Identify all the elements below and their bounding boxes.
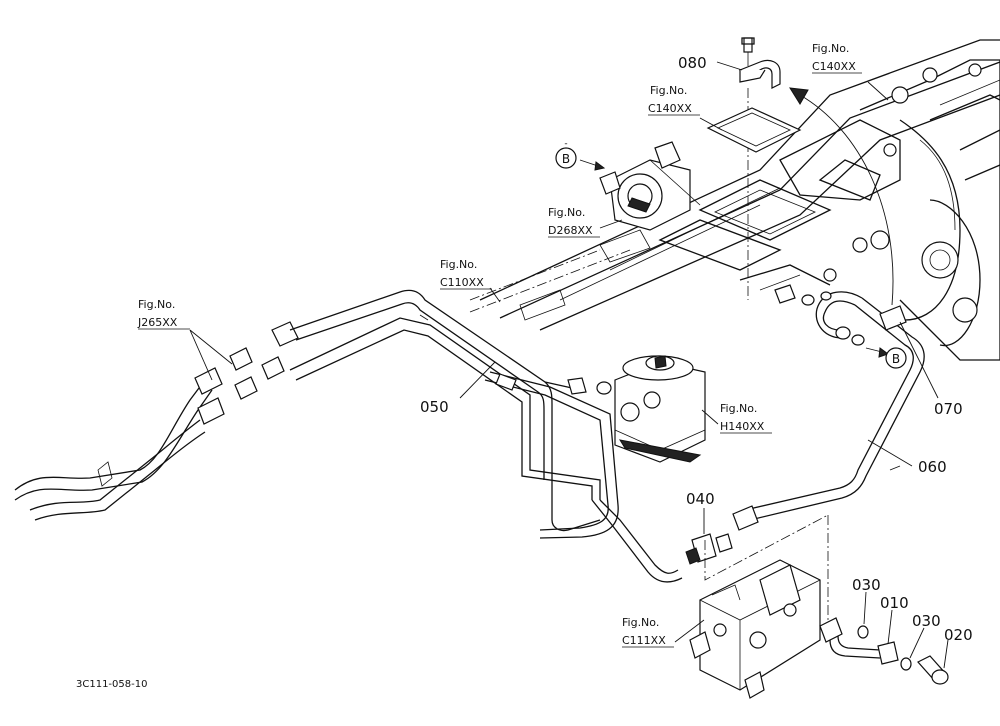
marker-b-left-label: B bbox=[562, 152, 570, 166]
part-label-030-upper[interactable]: 030 bbox=[852, 576, 881, 594]
tee-fitting-040[interactable] bbox=[685, 533, 733, 565]
fig-ref-c110[interactable]: Fig.No. C110XX bbox=[440, 258, 492, 290]
part-label-020[interactable]: 020 bbox=[944, 626, 973, 644]
pipe-060[interactable] bbox=[732, 297, 925, 531]
elbow-010[interactable] bbox=[819, 617, 899, 665]
svg-text:Fig.No.: Fig.No. bbox=[440, 258, 477, 271]
leaders bbox=[189, 61, 949, 669]
pipe-stub-motor bbox=[544, 381, 573, 389]
reference-arrow-c140 bbox=[799, 94, 894, 306]
fig-ref-c140-mid[interactable]: Fig.No. C140XX bbox=[648, 84, 700, 116]
marker-b-left bbox=[555, 147, 577, 169]
part-label-050[interactable]: 050 bbox=[420, 398, 449, 416]
part-label-070[interactable]: 070 bbox=[934, 400, 963, 418]
part-label-040[interactable]: 040 bbox=[686, 490, 715, 508]
fig-ref-h140[interactable]: Fig.No. H140XX bbox=[720, 402, 772, 434]
fig-ref-j265[interactable]: Fig.No. J265XX bbox=[137, 298, 190, 330]
marker-b-right bbox=[885, 347, 907, 369]
part-label-010[interactable]: 010 bbox=[880, 594, 909, 612]
svg-text:C110XX: C110XX bbox=[440, 276, 484, 289]
fig-ref-d268[interactable]: Fig.No. D268XX bbox=[548, 206, 600, 238]
svg-text:Fig.No.: Fig.No. bbox=[622, 616, 659, 629]
washer-030-lower[interactable] bbox=[900, 657, 912, 671]
fitting-nuts-left bbox=[229, 321, 299, 400]
control-valve bbox=[689, 559, 821, 699]
svg-text:Fig.No.: Fig.No. bbox=[138, 298, 175, 311]
b-arrow-left bbox=[579, 159, 599, 167]
svg-text:C111XX: C111XX bbox=[622, 634, 666, 647]
svg-text:C140XX: C140XX bbox=[648, 102, 692, 115]
clamp-080[interactable] bbox=[738, 37, 781, 89]
part-label-060[interactable]: 060 bbox=[918, 458, 947, 476]
left-hoses bbox=[14, 367, 225, 521]
fig-ref-c111[interactable]: Fig.No. C111XX bbox=[622, 616, 674, 648]
svg-text:Fig.No.: Fig.No. bbox=[720, 402, 757, 415]
transmission-housing bbox=[469, 39, 1000, 361]
part-label-080[interactable]: 080 bbox=[678, 54, 707, 72]
svg-text:J265XX: J265XX bbox=[137, 316, 178, 329]
svg-text:D268XX: D268XX bbox=[548, 224, 593, 237]
svg-text:H140XX: H140XX bbox=[720, 420, 765, 433]
svg-text:Fig.No.: Fig.No. bbox=[548, 206, 585, 219]
plug-020[interactable] bbox=[917, 655, 949, 685]
center-line-040 bbox=[704, 514, 829, 581]
pipe-050[interactable] bbox=[289, 289, 683, 583]
cover-plate bbox=[706, 107, 802, 153]
pump-assembly bbox=[599, 141, 701, 231]
svg-text:-: - bbox=[564, 139, 567, 149]
fittings-upper bbox=[774, 284, 832, 306]
marker-b-right-label: B bbox=[892, 352, 900, 366]
svg-text:Fig.No.: Fig.No. bbox=[812, 42, 849, 55]
part-label-030-lower[interactable]: 030 bbox=[912, 612, 941, 630]
pipe-070[interactable] bbox=[815, 291, 907, 346]
drawing-reference: 3C111-058-10 bbox=[76, 679, 147, 690]
washer-030-upper[interactable] bbox=[857, 625, 869, 639]
steering-unit bbox=[614, 355, 706, 463]
svg-text:C140XX: C140XX bbox=[812, 60, 856, 73]
fig-ref-c140-top[interactable]: Fig.No. C140XX bbox=[812, 42, 862, 74]
svg-text:Fig.No.: Fig.No. bbox=[650, 84, 687, 97]
